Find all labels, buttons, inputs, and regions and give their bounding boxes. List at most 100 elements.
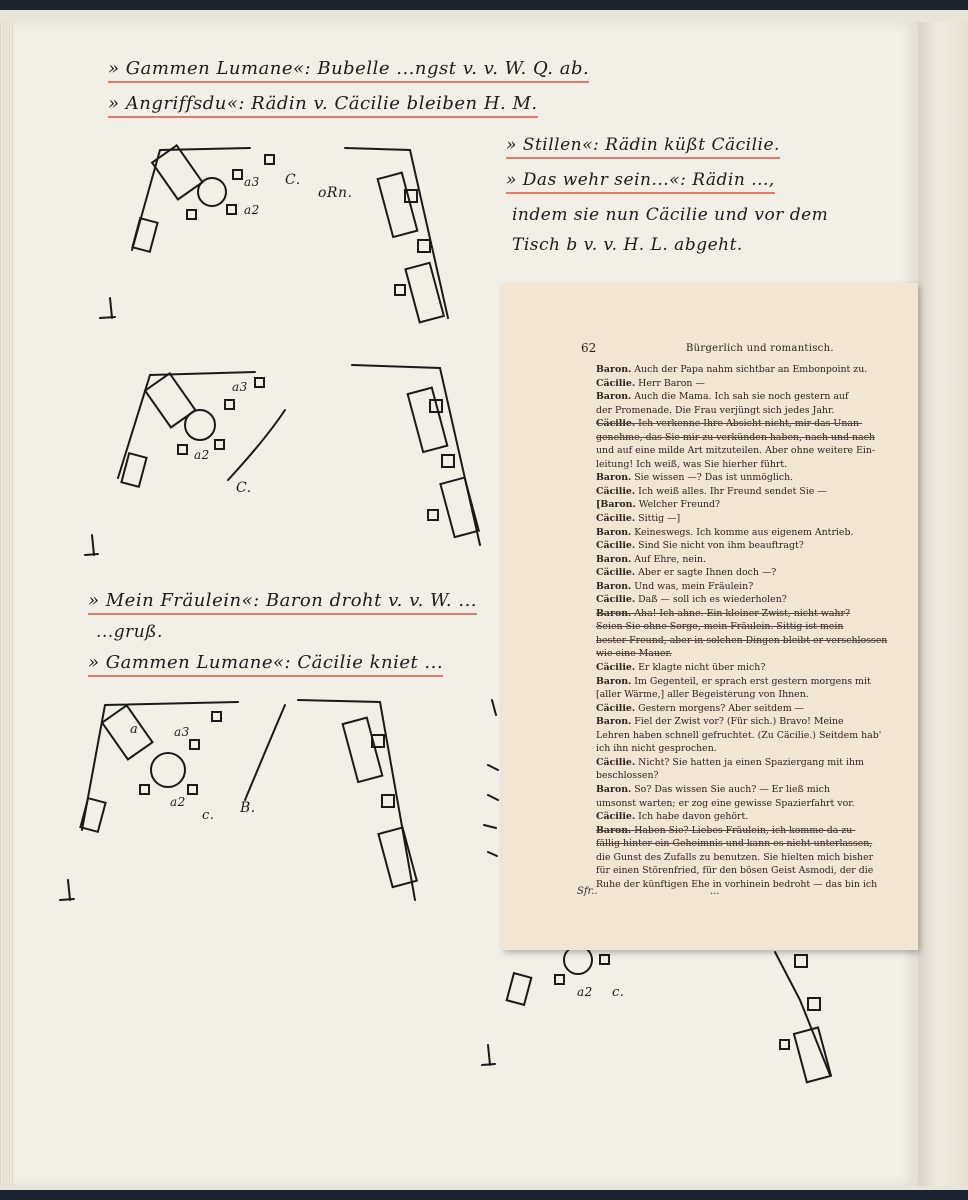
- diagram-label: a3: [244, 175, 260, 189]
- line-text: Ich habe davon gehört.: [635, 811, 749, 823]
- text-line: fällig hinter ein Geheimnis und kann es …: [596, 837, 914, 851]
- line-text: Ruhe der künftigen Ehe in vorhinein bedr…: [596, 878, 878, 890]
- speaker-name: Cäcilie.: [596, 662, 636, 674]
- line-text: Seien Sie ohne Sorge, mein Fräulein. Sit…: [596, 621, 844, 633]
- speaker-name: Baron.: [596, 607, 632, 619]
- speaker-name: Cäcilie.: [596, 594, 636, 606]
- line-text: wie eine Mauer.: [596, 648, 672, 660]
- line-text: Herr Baron —: [635, 377, 705, 389]
- speaker-name: Baron.: [596, 716, 632, 728]
- book-gutter: [918, 22, 968, 1186]
- speaker-name: Cäcilie.: [596, 702, 636, 714]
- note-line-7: » Mein Fräulein«: Baron droht v. v. W. .…: [88, 590, 478, 615]
- handwritten-signature-left: Sfr..: [577, 886, 598, 897]
- line-text: Und was, mein Fräulein?: [631, 580, 754, 592]
- text-line: und auf eine milde Art mitzuteilen. Aber…: [596, 444, 914, 458]
- text-line: Baron. Sie wissen —? Das ist unmöglich.: [596, 471, 914, 485]
- text-line: Cäcilie. Aber er sagte Ihnen doch —?: [596, 566, 914, 580]
- text-line: Cäcilie. Sittig —]: [596, 512, 914, 526]
- note-line-2: » Angriffsdu«: Rädin v. Cäcilie bleiben …: [108, 93, 538, 118]
- speaker-name: Baron.: [596, 526, 632, 538]
- line-text: Im Gegenteil, er sprach erst gestern mor…: [631, 675, 871, 687]
- speaker-name: Cäcilie.: [596, 756, 636, 768]
- line-text: Auch die Mama. Ich sah sie noch gestern …: [631, 391, 849, 403]
- line-text: der Promenade. Die Frau verjüngt sich je…: [596, 404, 835, 416]
- speaker-name: Baron.: [596, 364, 632, 375]
- dialogue-text: Baron. Auch der Papa nahm sichtbar an Em…: [596, 363, 914, 891]
- text-line: Cäcilie. Sind Sie nicht von ihm beauftra…: [596, 539, 914, 553]
- line-text: Keineswegs. Ich komme aus eigenem Antrie…: [631, 526, 854, 538]
- line-text: Gestern morgens? Aber seitdem —: [635, 702, 804, 714]
- diagram-label: c.: [612, 985, 625, 1000]
- text-line: umsonst warten; er zog eine gewisse Spaz…: [596, 797, 914, 811]
- text-line: der Promenade. Die Frau verjüngt sich je…: [596, 404, 914, 418]
- line-text: und auf eine milde Art mitzuteilen. Aber…: [596, 445, 876, 457]
- text-line: leitung! Ich weiß, was Sie hierher führt…: [596, 458, 914, 472]
- note-line-4: » Das wehr sein...«: Rädin ...,: [506, 170, 775, 194]
- text-line: bester Freund, aber in solchen Dingen bl…: [596, 634, 914, 648]
- line-text: Nicht? Sie hatten ja einen Spaziergang m…: [635, 756, 864, 768]
- text-line: Ruhe der künftigen Ehe in vorhinein bedr…: [596, 878, 914, 892]
- line-text: [aller Wärme,] aller Begeisterung von Ih…: [596, 689, 809, 701]
- text-line: Baron. Keineswegs. Ich komme aus eigenem…: [596, 526, 914, 540]
- speaker-name: Baron.: [596, 553, 632, 565]
- line-text: die Gunst des Zufalls zu benutzen. Sie h…: [596, 851, 874, 863]
- text-line: Baron. Fiel der Zwist vor? (Für sich.) B…: [596, 715, 914, 729]
- text-line: Cäcilie. Ich habe davon gehört.: [596, 810, 914, 824]
- line-text: Auf Ehre, nein.: [631, 553, 706, 565]
- diagram-label: a2: [170, 795, 186, 809]
- line-text: Aber er sagte Ihnen doch —?: [635, 567, 777, 579]
- line-text: beschlossen?: [596, 770, 659, 782]
- running-head: Bürgerlich und romantisch.: [686, 343, 834, 354]
- line-text: Welcher Freund?: [635, 499, 721, 511]
- line-text: leitung! Ich weiß, was Sie hierher führt…: [596, 458, 788, 470]
- speaker-name: Baron.: [596, 824, 632, 836]
- note-line-8: ...gruß.: [96, 622, 163, 642]
- diagram-label: a2: [244, 203, 260, 217]
- line-text: genehme, das Sie mir zu verkünden haben,…: [596, 431, 875, 443]
- text-line: wie eine Mauer.: [596, 647, 914, 661]
- text-line: Cäcilie. Herr Baron —: [596, 377, 914, 391]
- speaker-name: [Baron.: [596, 499, 636, 511]
- text-line: die Gunst des Zufalls zu benutzen. Sie h…: [596, 851, 914, 865]
- text-line: [Baron. Welcher Freund?: [596, 498, 914, 512]
- text-line: Baron. So? Das wissen Sie auch? — Er lie…: [596, 783, 914, 797]
- text-line: genehme, das Sie mir zu verkünden haben,…: [596, 431, 914, 445]
- text-line: Baron. Aha! Ich ahne. Ein kleiner Zwist,…: [596, 607, 914, 621]
- speaker-name: Baron.: [596, 675, 632, 687]
- diagram-label: a2: [194, 448, 210, 462]
- diagram-label: oRn.: [318, 185, 353, 201]
- line-text: Ich verkenne Ihre Absicht nicht, mir das…: [635, 418, 863, 430]
- line-text: Daß — soll ich es wiederholen?: [635, 594, 787, 606]
- line-text: Er klagte nicht über mich?: [635, 662, 766, 674]
- diagram-label: C.: [236, 480, 252, 496]
- diagram-label: c.: [202, 808, 215, 823]
- diagram-label: a2: [577, 985, 593, 999]
- speaker-name: Cäcilie.: [596, 418, 636, 430]
- speaker-name: Cäcilie.: [596, 567, 636, 579]
- text-line: ich ihn nicht gesprochen.: [596, 742, 914, 756]
- line-text: bester Freund, aber in solchen Dingen bl…: [596, 634, 888, 646]
- speaker-name: Baron.: [596, 783, 632, 795]
- note-line-5: indem sie nun Cäcilie und vor dem: [512, 205, 829, 225]
- handwritten-annotation-right: ...: [710, 886, 720, 897]
- line-text: Lehren haben schnell gefruchtet. (Zu Cäc…: [596, 729, 882, 741]
- line-text: umsonst warten; er zog eine gewisse Spaz…: [596, 797, 855, 809]
- text-line: beschlossen?: [596, 769, 914, 783]
- line-text: für einen Störenfried, für den bösen Gei…: [596, 865, 874, 877]
- note-line-6: Tisch b v. v. H. L. abgeht.: [512, 235, 743, 255]
- line-text: Aha! Ich ahne. Ein kleiner Zwist, nicht …: [631, 607, 850, 619]
- text-line: Baron. Auf Ehre, nein.: [596, 553, 914, 567]
- line-text: Sittig —]: [635, 513, 681, 525]
- speaker-name: Cäcilie.: [596, 811, 636, 823]
- text-line: Cäcilie. Daß — soll ich es wiederholen?: [596, 593, 914, 607]
- note-line-3: » Stillen«: Rädin küßt Cäcilie.: [506, 135, 780, 159]
- diagram-label: C.: [285, 172, 301, 188]
- text-line: [aller Wärme,] aller Begeisterung von Ih…: [596, 688, 914, 702]
- text-line: Baron. Auch der Papa nahm sichtbar an Em…: [596, 363, 914, 377]
- text-line: Baron. Haben Sie? Liebes Fräulein, ich k…: [596, 824, 914, 838]
- speaker-name: Baron.: [596, 580, 632, 592]
- line-text: Haben Sie? Liebes Fräulein, ich komme da…: [631, 824, 856, 836]
- line-text: Fiel der Zwist vor? (Für sich.) Bravo! M…: [631, 716, 844, 728]
